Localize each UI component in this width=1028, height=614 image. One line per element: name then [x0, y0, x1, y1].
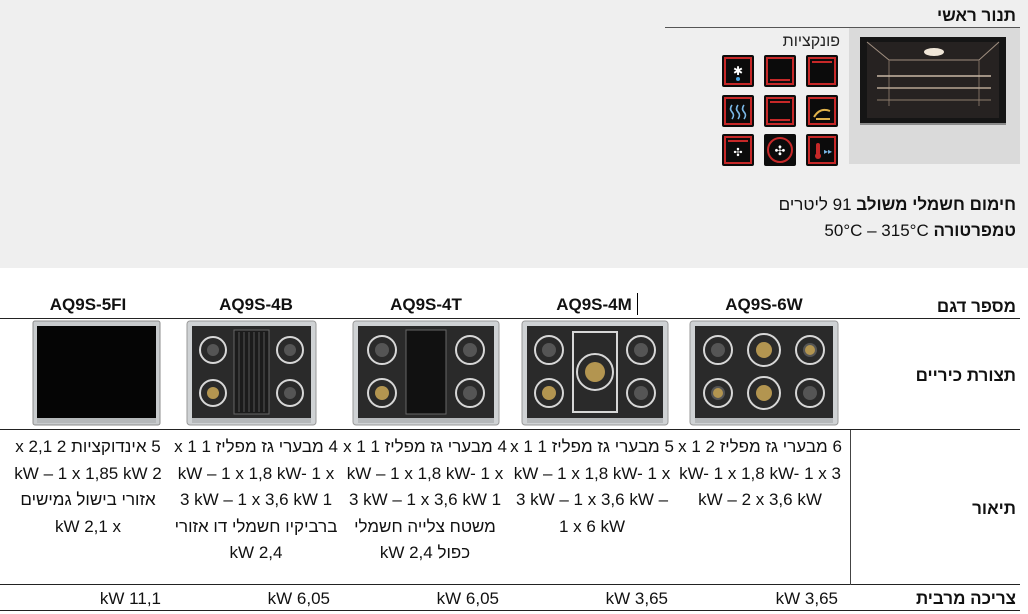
table-rule — [0, 318, 1020, 319]
top-heat-icon — [806, 55, 838, 87]
svg-text:▸▸: ▸▸ — [824, 147, 832, 156]
bottom-heat-icon — [764, 55, 796, 87]
spec-temperature: טמפרטורה 50°C – 315°C — [824, 221, 1016, 240]
spec-heating: חימום חשמלי משולב 91 ליטרים — [778, 195, 1016, 214]
hob-image-4-burners-teppan — [352, 320, 500, 426]
svg-text:✱: ✱ — [733, 64, 743, 78]
model-number: AQ9S-5FI — [49, 295, 127, 314]
table-rule — [0, 429, 1020, 430]
max-power-value: kW 6,05 — [436, 589, 499, 608]
product-description: 6 מבערי גז מפליז 2 x 1 kW- 1 x 1,8 kW- 1… — [678, 437, 842, 509]
text-cursor — [637, 293, 638, 315]
max-power-value: kW 3,65 — [605, 589, 668, 608]
defrost-icon: ✱ — [722, 55, 754, 87]
functions-label: פונקציות — [782, 33, 840, 50]
grill-icon — [722, 95, 754, 127]
hob-image-6-burners — [689, 320, 839, 426]
row-label-description: תיאור — [972, 499, 1016, 518]
product-description: 5 אינדוקציות 2 x 2,1 kW – 1 x 1,85 kW 2 … — [14, 437, 162, 536]
oven-functions-grid: ✱ ✣ ✣ ▸▸ — [722, 55, 840, 167]
row-label-model: מספר דגם — [936, 297, 1016, 316]
probe-icon: ▸▸ — [806, 134, 838, 166]
oven-title: תנור ראשי — [936, 6, 1016, 25]
max-power-value: kW 3,65 — [775, 589, 838, 608]
table-rule — [0, 610, 1020, 611]
column-separator — [850, 430, 851, 585]
model-number: AQ9S-4B — [219, 295, 293, 314]
table-rule — [0, 584, 1020, 585]
product-description: 4 מבערי גז מפליז 1 x 1 kW – 1 x 1,8 kW- … — [343, 437, 507, 562]
full-heat-icon — [764, 95, 796, 127]
product-description: 4 מבערי גז מפליז 1 x 1 kW – 1 x 1,8 kW- … — [174, 437, 338, 562]
fan-grill-icon: ✣ — [722, 134, 754, 166]
oven-interior-photo — [849, 28, 1020, 164]
fan-icon: ✣ — [764, 134, 796, 166]
max-power-value: kW 6,05 — [267, 589, 330, 608]
row-label-config: תצורת כיריים — [915, 366, 1016, 385]
pastry-icon — [806, 95, 838, 127]
model-number: AQ9S-6W — [725, 295, 803, 314]
hob-image-4-burners-grill — [186, 320, 317, 426]
model-number: AQ9S-4T — [390, 295, 462, 314]
row-label-power: צריכה מרבית — [915, 589, 1016, 608]
svg-text:✣: ✣ — [733, 146, 742, 159]
divider — [665, 27, 1020, 28]
hob-image-4-burners-wok — [521, 320, 669, 426]
svg-text:✣: ✣ — [775, 144, 786, 159]
max-power-value: kW 11,1 — [99, 589, 161, 608]
product-description: 5 מבערי גז מפליז 1 x 1 kW – 1 x 1,8 kW- … — [510, 437, 674, 536]
hob-image-induction — [32, 320, 161, 426]
model-number: AQ9S-4M — [556, 295, 632, 314]
